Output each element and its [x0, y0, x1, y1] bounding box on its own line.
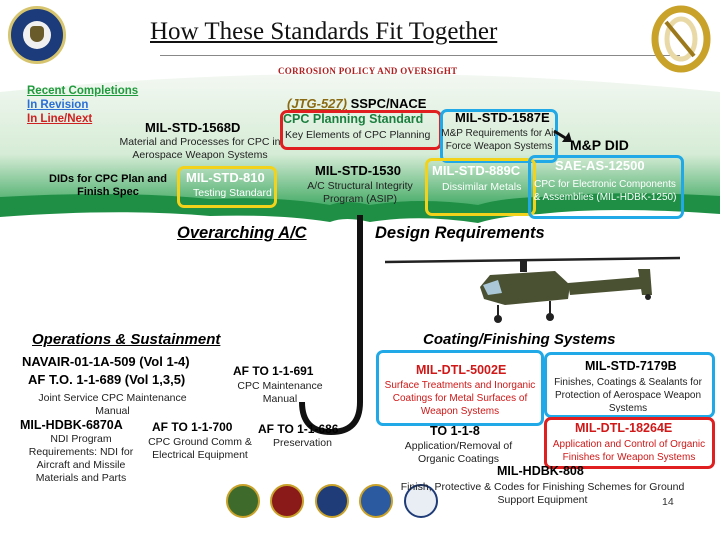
status-legend: Recent Completions In Revision In Line/N… [27, 84, 138, 126]
mil-hdbk-6870a: MIL-HDBK-6870A [20, 418, 123, 432]
page-title: How These Standards Fit Together [150, 18, 497, 46]
mil-hdbk-6870a-desc: NDI Program Requirements: NDI for Aircra… [20, 433, 142, 485]
sae-as-12500: SAE-AS-12500 [555, 158, 645, 173]
to-1-1-8: TO 1-1-8 [430, 424, 480, 438]
mil-hdbk-808: MIL-HDBK-808 [497, 464, 584, 478]
title-divider [160, 55, 680, 56]
page-number: 14 [662, 496, 674, 508]
dids-cpc-plan: DIDs for CPC Plan and Finish Spec [48, 173, 168, 199]
air-force-seal-icon [359, 484, 393, 518]
mil-std-1530: MIL-STD-1530 [315, 163, 401, 178]
sae-desc: CPC for Electronic Components & Assembli… [532, 178, 678, 212]
af-to-1-1-700-desc: CPC Ground Comm & Electrical Equipment [145, 436, 255, 462]
overarching-heading: Overarching A/C [177, 224, 307, 243]
legend-completions: Recent Completions [27, 84, 138, 98]
navy-seal-icon [315, 484, 349, 518]
to-1-1-8-desc: Application/Removal of Organic Coatings [396, 440, 521, 466]
coating-finishing-heading: Coating/Finishing Systems [423, 331, 616, 348]
mil-std-1587e: MIL-STD-1587E [455, 110, 550, 125]
af-to-1-1-691: AF TO 1-1-691 [233, 364, 313, 378]
marines-seal-icon [270, 484, 304, 518]
mil-std-889c-desc: Dissimilar Metals [442, 181, 521, 193]
mil-std-1568d: MIL-STD-1568D [145, 120, 240, 135]
af-to-1-1-689: AF T.O. 1-1-689 (Vol 1,3,5) [28, 372, 185, 387]
corrosion-ribbon-logo-icon [648, 4, 714, 74]
helicopter-icon [380, 255, 695, 335]
ops-sustainment-heading: Operations & Sustainment [32, 331, 220, 348]
jtg-prefix: (JTG-527) [287, 96, 347, 111]
cpc-planning-desc: Key Elements of CPC Planning [285, 129, 430, 141]
mil-std-7179b-desc: Finishes, Coatings & Sealants for Protec… [548, 376, 708, 412]
jtg-sspc-nace: (JTG-527) SSPC/NACE [287, 96, 426, 111]
af-to-1-1-700: AF TO 1-1-700 [152, 420, 232, 434]
mil-dtl-18264e: MIL-DTL-18264E [575, 421, 672, 435]
af-to-1-1-686-desc: Preservation [273, 437, 332, 449]
mil-dtl-5002e-desc: Surface Treatments and Inorganic Coating… [380, 379, 540, 419]
corrosion-policy-label: CORROSION POLICY AND OVERSIGHT [278, 66, 457, 76]
dod-seal-icon [8, 6, 66, 64]
af-to-1-1-691-desc: CPC Maintenance Manual [226, 380, 334, 406]
mil-std-1530-desc: A/C Structural Integrity Program (ASIP) [300, 180, 420, 206]
af-to-1-1-686: AF TO 1-1-686 [258, 422, 338, 436]
mil-std-7179b: MIL-STD-7179B [585, 359, 677, 373]
joint-service-manual: Joint Service CPC Maintenance Manual [20, 392, 205, 418]
cpc-planning-standard: CPC Planning Standard [283, 112, 423, 126]
mil-std-889c: MIL-STD-889C [432, 163, 520, 178]
navair-01-1a-509: NAVAIR-01-1A-509 (Vol 1-4) [22, 354, 190, 369]
mil-std-810: MIL-STD-810 [186, 170, 265, 185]
design-requirements-heading: Design Requirements [375, 224, 545, 243]
legend-revision: In Revision [27, 98, 138, 112]
army-seal-icon [226, 484, 260, 518]
mp-did: M&P DID [570, 137, 629, 153]
legend-in-line: In Line/Next [27, 112, 138, 126]
mil-hdbk-808-desc: Finish, Protective & Codes for Finishing… [390, 481, 695, 507]
mil-std-810-desc: Testing Standard [193, 187, 272, 199]
mil-dtl-5002e: MIL-DTL-5002E [416, 363, 506, 377]
jtg-title: SSPC/NACE [351, 96, 427, 111]
mil-std-1568d-desc: Material and Processes for CPC in Aerosp… [110, 136, 290, 162]
